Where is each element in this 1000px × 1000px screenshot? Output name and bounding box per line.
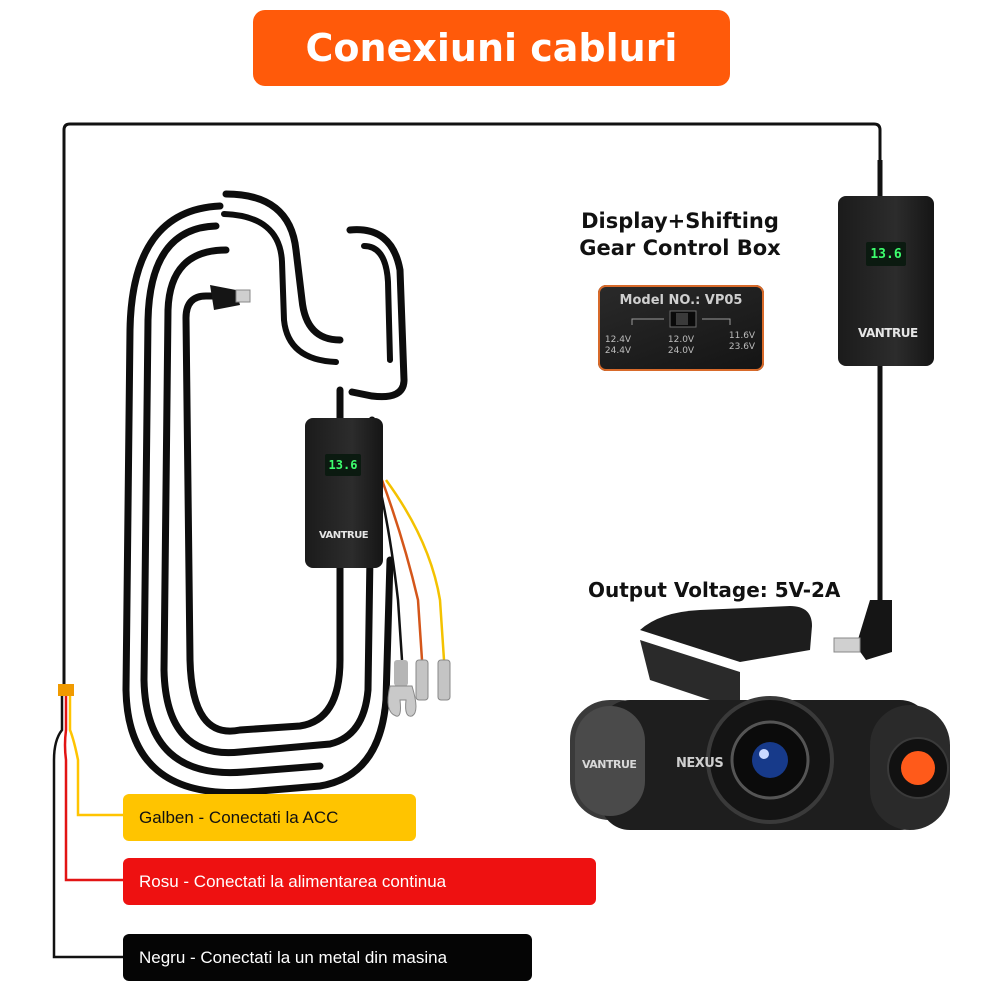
control-box-title-line2: Gear Control Box [579, 236, 781, 260]
yellow-wire-label: Galben - Conectati la ACC [123, 794, 416, 841]
model-number: Model NO.: VP05 [619, 293, 743, 308]
black-wire-label: Negru - Conectati la un metal din masina [123, 934, 532, 981]
usb-c-connector-left [210, 285, 251, 310]
brand-logo-left: VANTRUE [319, 530, 369, 541]
guide-line [62, 122, 882, 690]
red-wire-to-pin [380, 479, 424, 661]
black-wire-lead [52, 690, 123, 959]
coiled-cable [122, 190, 408, 797]
control-box-right: 13.6 VANTRUE [838, 196, 934, 366]
gear-switch-graphic [631, 310, 731, 328]
voltage-display-right: 13.6 [866, 242, 906, 266]
page-title: Conexiuni cabluri [305, 26, 678, 70]
yellow-wire-to-pin [384, 479, 446, 661]
wire-end-tip [58, 684, 74, 696]
voltage-display-left: 13.6 [325, 454, 361, 476]
brand-logo-right: VANTRUE [858, 326, 918, 340]
ring-terminal [387, 660, 417, 717]
red-wire-lead [63, 690, 123, 882]
pin-terminal-red [415, 659, 429, 701]
dash-camera [570, 606, 950, 830]
usb-c-connector-right [833, 600, 892, 660]
title-banner: Conexiuni cabluri [253, 10, 730, 86]
control-box-title: Display+Shifting Gear Control Box [560, 208, 800, 262]
red-wire-label: Rosu - Conectati la alimentarea continua [123, 858, 596, 905]
output-voltage-label: Output Voltage: 5V-2A [588, 578, 841, 602]
camera-model-text: NEXUS [676, 756, 724, 771]
control-box-title-line1: Display+Shifting [581, 209, 779, 233]
camera-brand-logo: VANTRUE [582, 758, 637, 771]
control-box-left: 13.6 VANTRUE [305, 418, 383, 568]
pin-terminal-yellow [437, 659, 451, 701]
yellow-wire-lead [68, 690, 123, 817]
